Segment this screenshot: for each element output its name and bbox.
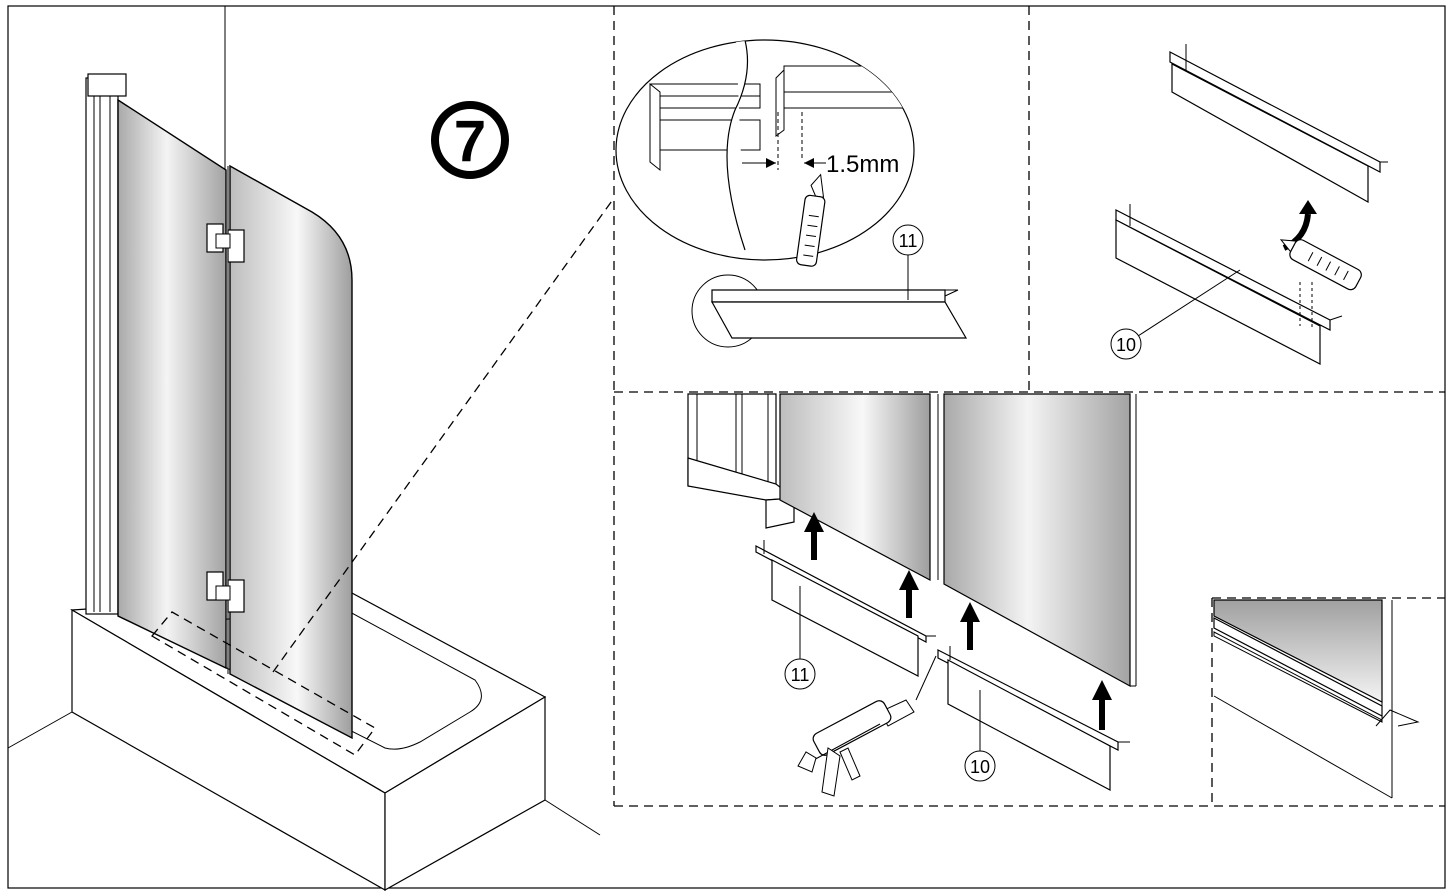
- up-arrow-icon: [804, 512, 824, 560]
- detail-installed-seal: [1213, 599, 1420, 799]
- glass-panel-left: [117, 98, 227, 670]
- up-arrow-icon: [899, 570, 919, 618]
- detail-highlight-region: [151, 611, 376, 756]
- measurement-label: 1.5mm: [826, 151, 899, 178]
- main-scene: [7, 6, 601, 892]
- detail-trim-seal-11: 1.5mm 11: [615, 39, 968, 348]
- part-label-11: 11: [899, 231, 918, 251]
- caulking-gun-icon: [797, 655, 937, 797]
- detail-remove-seal-10: 10: [1110, 44, 1388, 365]
- hinge-top: [206, 223, 245, 263]
- wall-profile-bottom: [687, 393, 796, 529]
- hinge-bottom: [206, 571, 245, 613]
- glass-panel-right: [229, 164, 353, 740]
- detail-frames: [613, 6, 1445, 807]
- part-label-10-bottom: 10: [970, 757, 990, 777]
- up-arrow-icon: [1092, 680, 1112, 730]
- wall-profile: [85, 73, 127, 615]
- detail-install-seals: 11 10: [687, 393, 1137, 797]
- utility-knife-icon: [1279, 239, 1362, 291]
- detail-leader-line: [272, 197, 615, 673]
- up-arrow-icon: [960, 602, 980, 650]
- step-number: 7: [454, 109, 486, 174]
- part-label-11-bottom: 11: [791, 665, 810, 685]
- part-label-10-top: 10: [1116, 335, 1136, 355]
- step-number-badge: 7: [431, 101, 509, 179]
- utility-knife-icon: [795, 173, 826, 267]
